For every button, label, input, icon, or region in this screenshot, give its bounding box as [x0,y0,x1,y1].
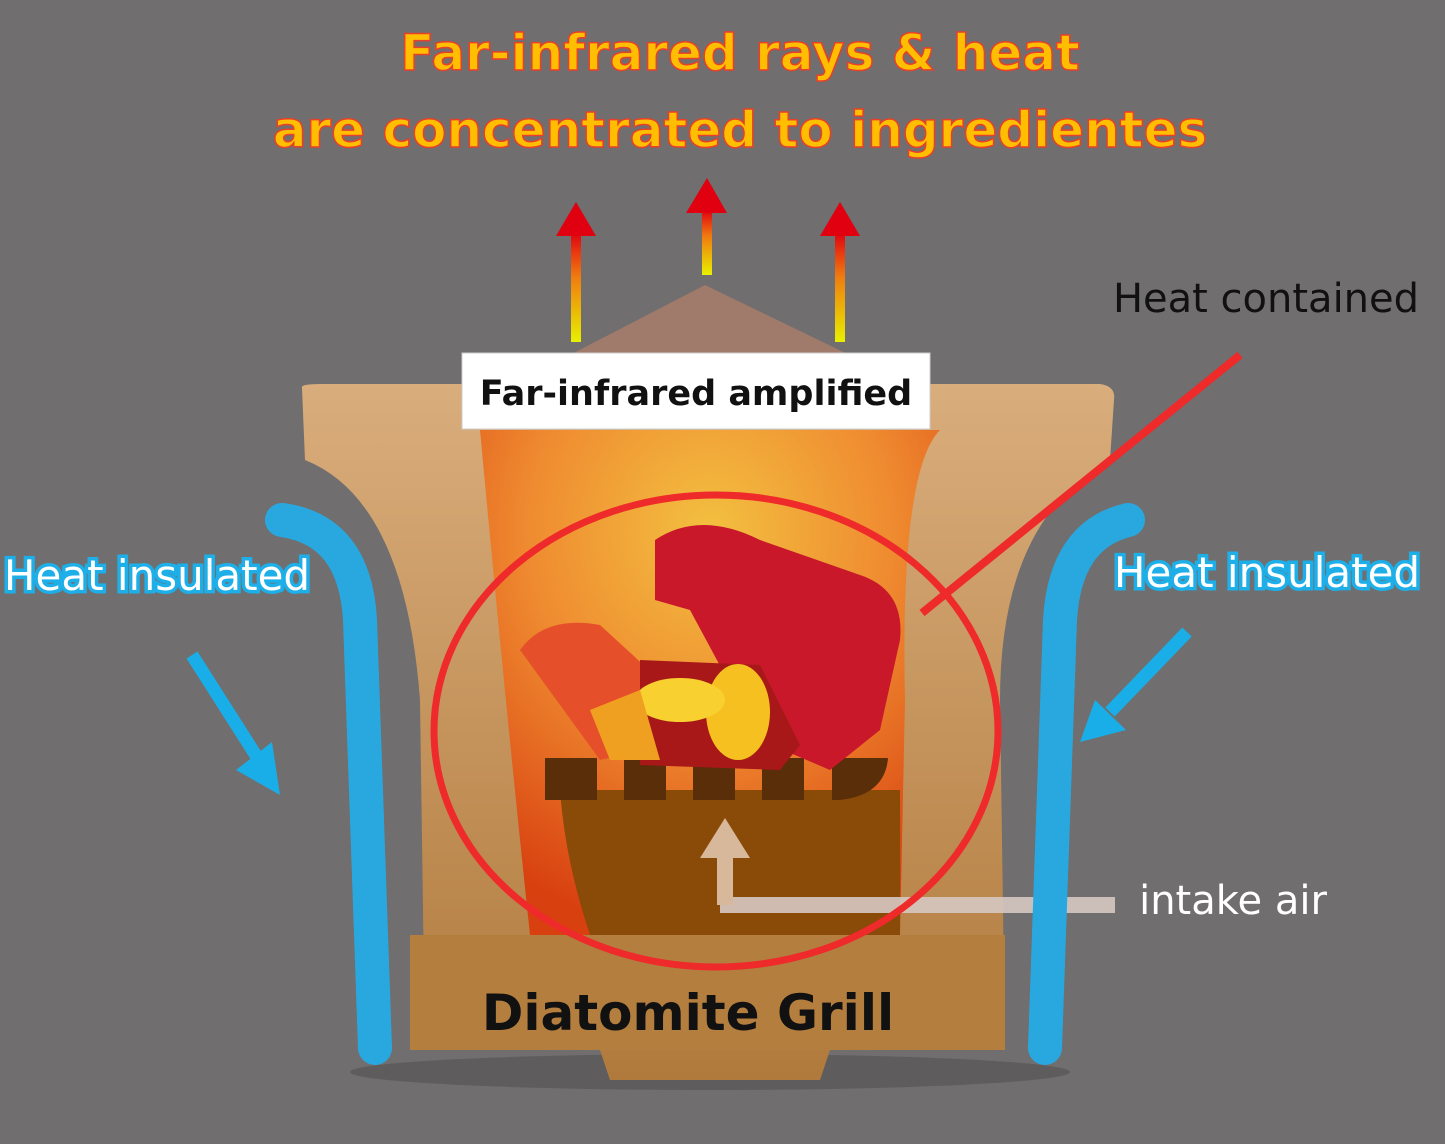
grill-name-label: Diatomite Grill [482,984,894,1042]
arrow-left [186,651,268,769]
insulation-wall-left [265,503,392,1065]
insulation-wall-right [1028,503,1145,1065]
heat-cone [560,285,860,360]
title-line-2: are concentrated to ingredientes [273,101,1208,159]
far-infrared-amplified-label: Far-infrared amplified [480,374,912,414]
base [410,935,1005,1050]
heat-insulated-right-label: Heat insulated [1114,548,1420,597]
far-infrared-label-box [461,352,931,430]
arrow-right [1105,627,1192,717]
heat-contained-label: Heat contained [1113,276,1419,322]
heat-insulated-left-label: Heat insulated [4,551,310,600]
heat-arrows-icon [556,178,860,342]
arrow-head [1080,700,1126,742]
charcoal-icon [520,525,901,770]
heat-contained-circle [430,491,1002,971]
arrow-head [700,818,750,858]
title-line-1: Far-infrared rays & heat [400,24,1080,82]
heat-contained-pointer [919,351,1243,617]
intake-air-label: intake air [1139,878,1327,924]
arrow-head [236,742,280,795]
